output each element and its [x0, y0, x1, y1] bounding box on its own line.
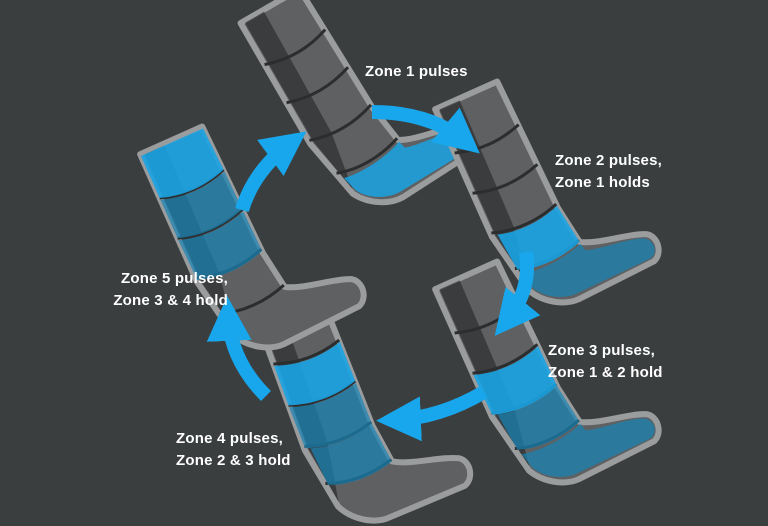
step-1-line-1: Zone 1 pulses — [365, 63, 468, 80]
boot-step-3-icon — [435, 229, 665, 501]
step-5-line-2: Zone 3 & 4 hold — [113, 292, 228, 309]
arrow-5-to-1-icon — [235, 131, 307, 213]
boot-step-4-icon — [257, 268, 476, 526]
step-2-line-2: Zone 1 holds — [555, 174, 650, 191]
step-4-label: Zone 4 pulses, Zone 2 & 3 hold — [176, 428, 291, 472]
step-4-line-2: Zone 2 & 3 hold — [176, 452, 291, 469]
arrow-2-to-3-icon — [494, 250, 541, 336]
step-2-label: Zone 2 pulses, Zone 1 holds — [555, 150, 662, 194]
step-5-line-1: Zone 5 pulses, — [121, 270, 228, 287]
arrow-1-to-2-icon — [371, 105, 480, 154]
step-3-label: Zone 3 pulses, Zone 1 & 2 hold — [548, 340, 663, 384]
step-3-line-2: Zone 1 & 2 hold — [548, 364, 663, 381]
arrow-3-to-4-icon — [376, 385, 488, 442]
step-5-label: Zone 5 pulses, Zone 3 & 4 hold — [60, 268, 228, 312]
step-2-line-1: Zone 2 pulses, — [555, 152, 662, 169]
step-3-line-1: Zone 3 pulses, — [548, 342, 655, 359]
arrow-4-to-5-icon — [206, 296, 272, 401]
step-1-label: Zone 1 pulses — [365, 61, 468, 83]
step-4-line-1: Zone 4 pulses, — [176, 430, 283, 447]
boot-step-2-icon — [435, 49, 665, 321]
boot-step-5-icon — [140, 94, 370, 366]
